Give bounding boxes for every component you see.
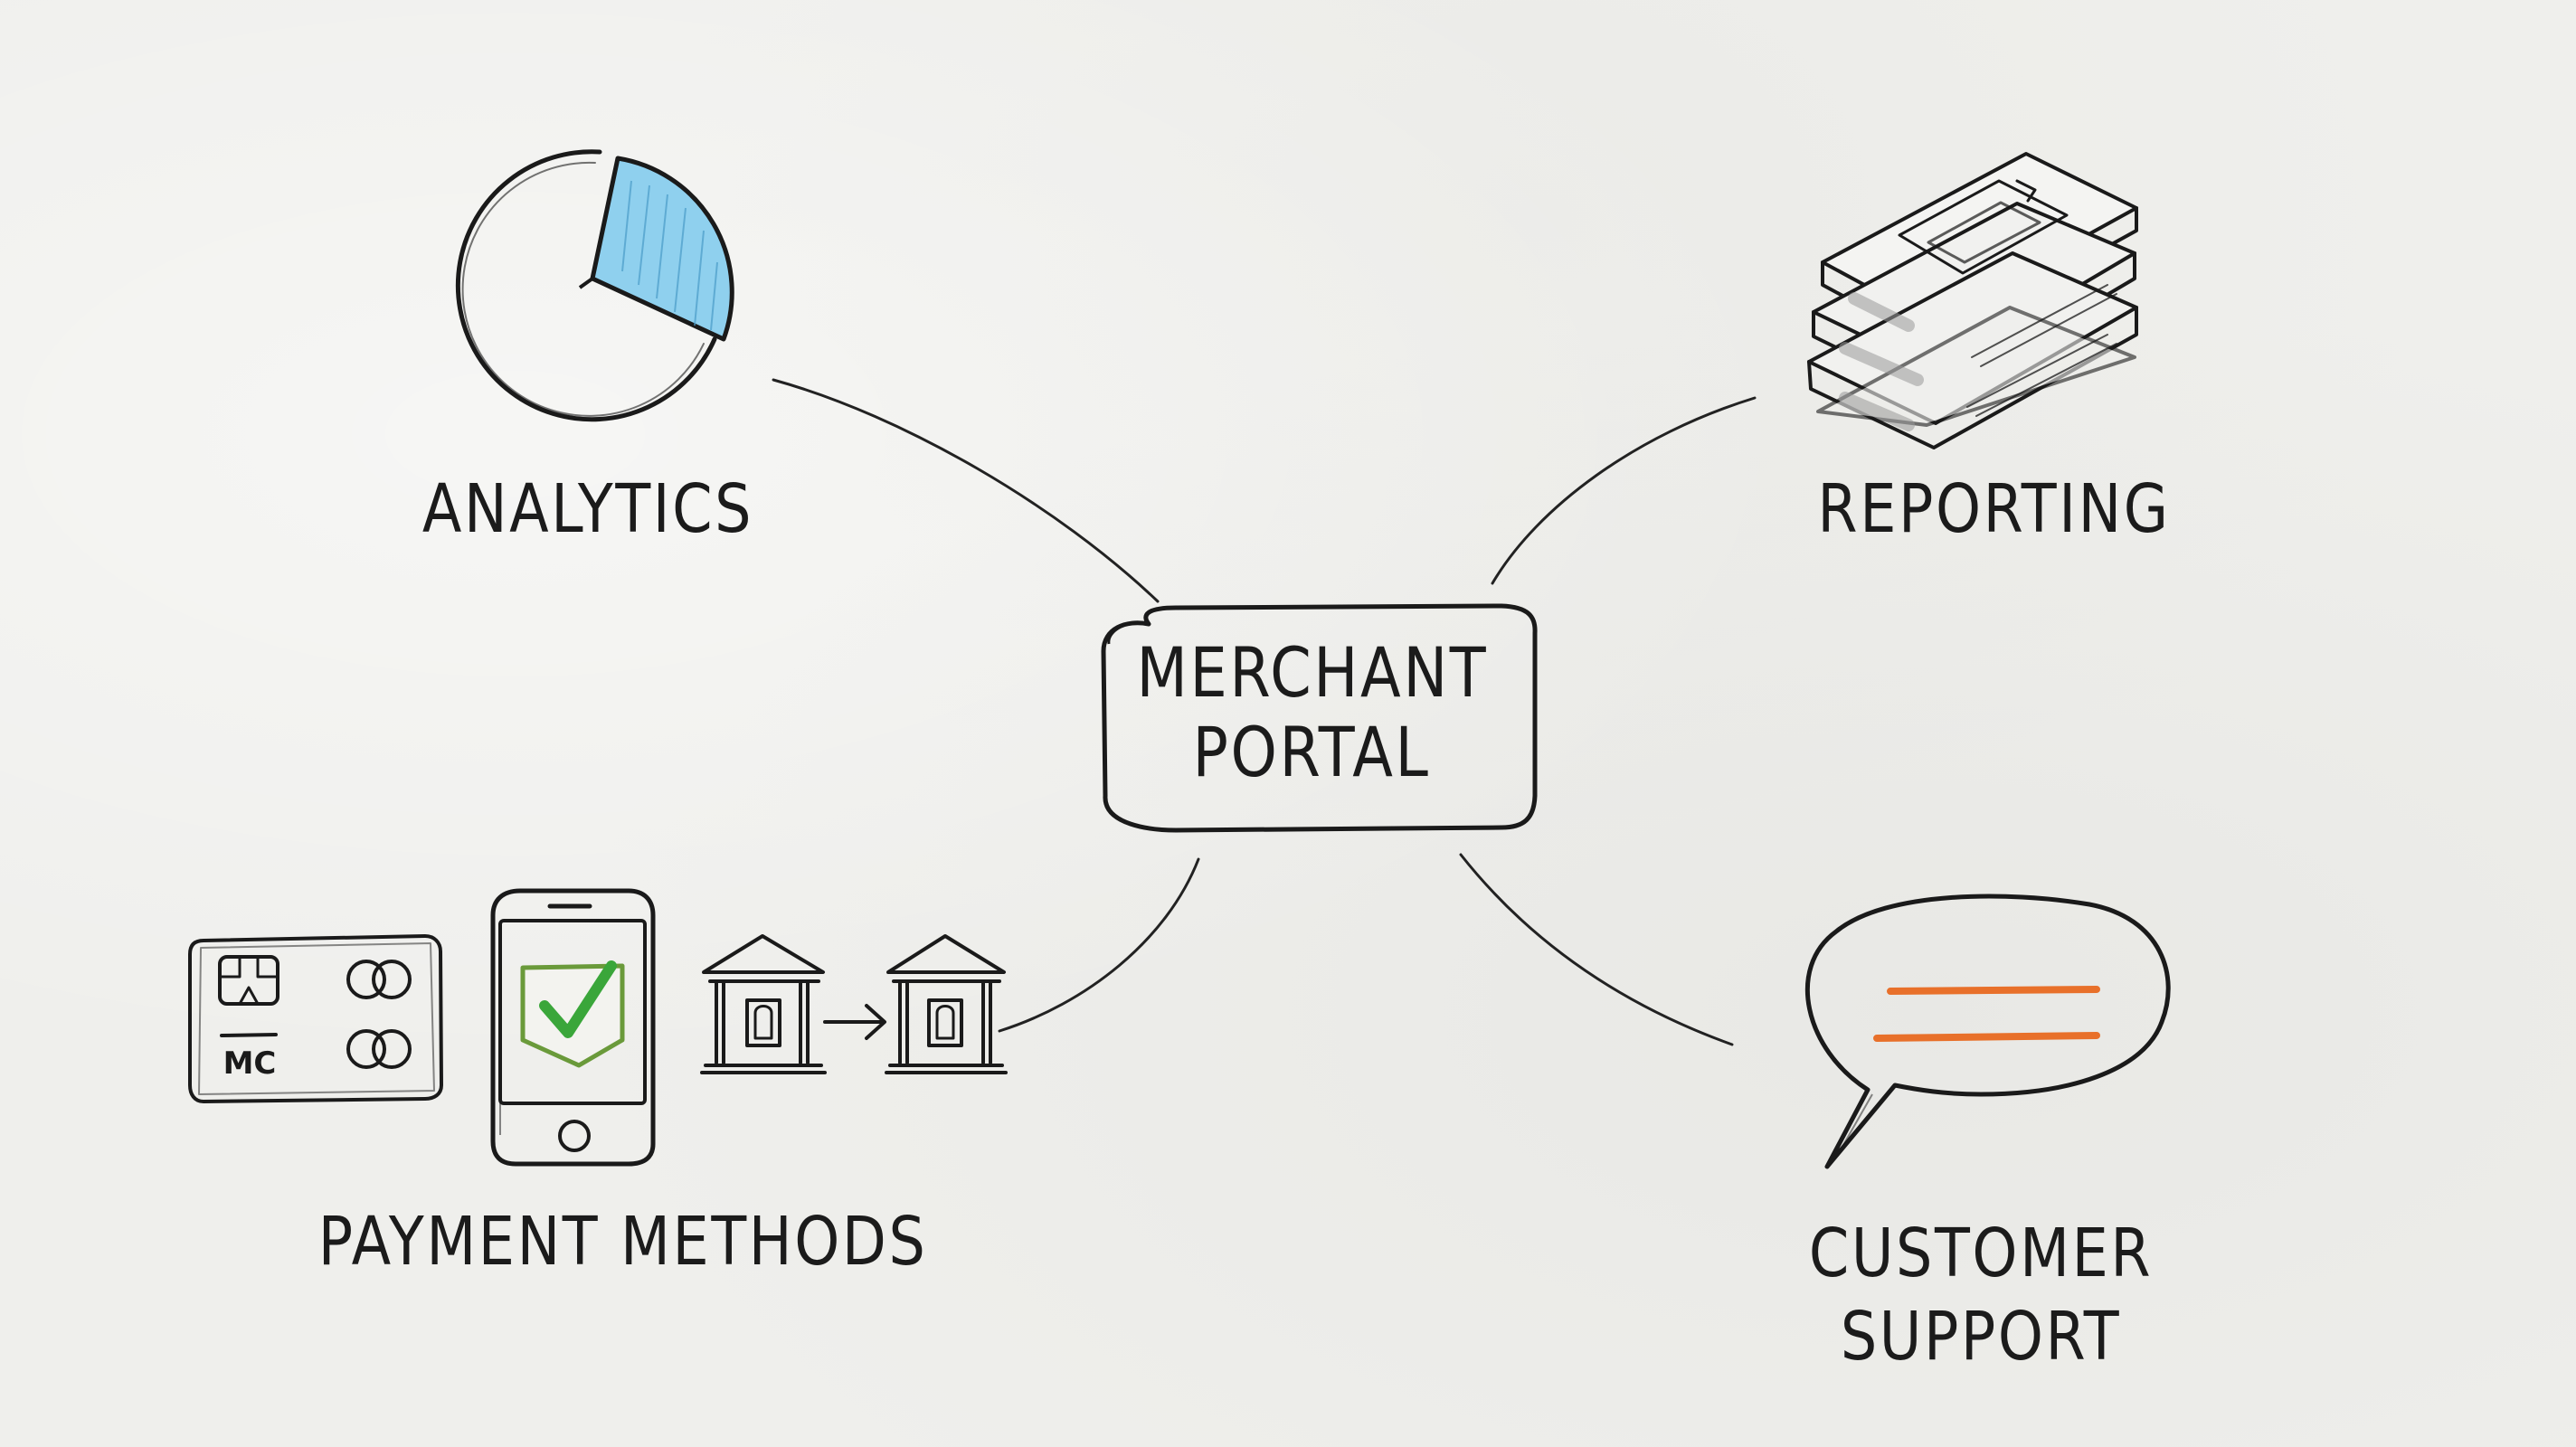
connectors [772,378,1757,1046]
bank-building-right [885,934,1008,1074]
hub-title-line2: PORTAL [1192,712,1431,792]
connector-reporting [1491,396,1757,585]
customer-support-line1: CUSTOMER [1808,1215,2154,1292]
analytics-label: ANALYTICS [421,470,754,548]
card-brand-text: MC [223,1045,277,1082]
customer-support-line2: SUPPORT [1840,1298,2122,1376]
connector-support [1459,853,1734,1046]
speech-bubble-icon [1804,894,2171,1169]
credit-card-icon [188,934,443,1103]
connector-analytics [772,378,1160,603]
hub-title-line1: MERCHANT [1136,632,1489,713]
document-stack-icon [1807,152,2138,449]
hub-box [1101,603,1538,833]
bank-transfer-icon [700,934,1008,1074]
customer-support-label: CUSTOMER SUPPORT [1802,1212,2160,1378]
pie-chart-icon [455,149,734,422]
card-chip [218,955,279,1006]
reporting-label: REPORTING [1817,470,2171,548]
connector-payment [998,857,1200,1033]
transfer-arrow [823,1004,886,1040]
smartphone-checkmark-icon [490,888,656,1167]
bank-building-left [700,934,827,1074]
payment-methods-label: PAYMENT METHODS [317,1203,928,1281]
hub-title: MERCHANT PORTAL [1137,633,1487,792]
